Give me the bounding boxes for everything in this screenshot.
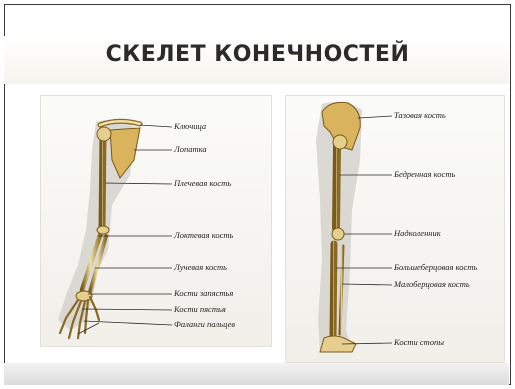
label-tibia: Большеберцовая кость [394, 262, 477, 272]
label-clavicle: Ключица [174, 121, 206, 131]
label-fibula: Малоберцовая кость [394, 279, 470, 289]
label-phalanges: Фаланги пальцев [174, 319, 235, 329]
label-radius: Лучевая кость [174, 262, 227, 272]
label-pelvis: Тазовая кость [394, 110, 446, 120]
label-humerus: Плечевая кость [174, 178, 231, 188]
humerus-bone [102, 135, 103, 228]
label-carpals: Кости запястья [174, 288, 233, 298]
bottom-strip [4, 363, 509, 385]
label-ulna: Локтевая кость [174, 230, 233, 240]
label-scapula: Лопатка [174, 144, 207, 154]
label-foot: Кости стопы [394, 337, 444, 347]
patella-bone [332, 228, 344, 240]
label-metacarpals: Кости пястья [174, 304, 226, 314]
label-femur: Бедренная кость [394, 169, 455, 179]
label-patella: Надколенник [394, 228, 441, 238]
femur-bone [336, 146, 337, 228]
tibia-bone [333, 244, 334, 336]
